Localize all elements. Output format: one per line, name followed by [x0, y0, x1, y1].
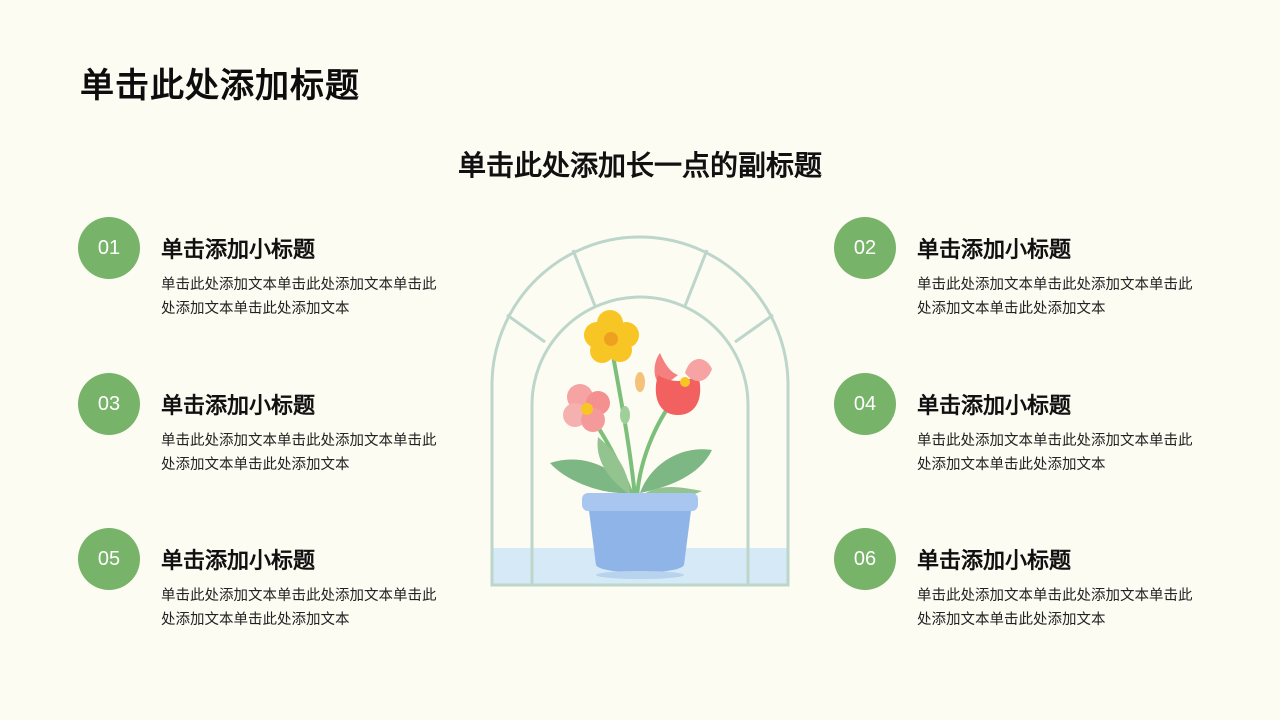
item-text[interactable]: 单击此处添加文本单击此处添加文本单击此处添加文本单击此处添加文本 — [917, 277, 1193, 317]
item-heading[interactable]: 单击添加小标题 — [161, 394, 316, 419]
window-spoke — [571, 249, 597, 307]
item-text[interactable]: 单击此处添加文本单击此处添加文本单击此处添加文本单击此处添加文本 — [161, 433, 437, 473]
list-item-06: 06 单击添加小标题 单击此处添加文本单击此处添加文本单击此处添加文本单击此处添… — [834, 528, 1214, 638]
item-text[interactable]: 单击此处添加文本单击此处添加文本单击此处添加文本单击此处添加文本 — [161, 277, 437, 317]
leaf — [550, 459, 630, 494]
window-spoke — [506, 313, 546, 344]
list-item-01: 01 单击添加小标题 单击此处添加文本单击此处添加文本单击此处添加文本单击此处添… — [78, 217, 458, 327]
slide-title[interactable]: 单击此处添加标题 — [80, 66, 360, 106]
pink-flower — [563, 384, 610, 432]
list-item-03: 03 单击添加小标题 单击此处添加文本单击此处添加文本单击此处添加文本单击此处添… — [78, 373, 458, 483]
window-spoke — [683, 249, 709, 307]
window-frame-inner — [530, 295, 750, 585]
number-badge: 01 — [78, 217, 140, 279]
window-spoke — [734, 313, 774, 344]
list-item-02: 02 单击添加小标题 单击此处添加文本单击此处添加文本单击此处添加文本单击此处添… — [834, 217, 1214, 327]
number-badge: 02 — [834, 217, 896, 279]
item-heading[interactable]: 单击添加小标题 — [917, 549, 1072, 574]
item-text[interactable]: 单击此处添加文本单击此处添加文本单击此处添加文本单击此处添加文本 — [161, 588, 437, 628]
number-badge: 03 — [78, 373, 140, 435]
leaf — [640, 449, 712, 493]
bud — [620, 406, 630, 424]
list-item-04: 04 单击添加小标题 单击此处添加文本单击此处添加文本单击此处添加文本单击此处添… — [834, 373, 1214, 483]
window-frame-outer — [490, 235, 790, 587]
slide-subtitle[interactable]: 单击此处添加长一点的副标题 — [457, 149, 822, 182]
potted-flower-icon — [490, 235, 790, 587]
flower-pot — [582, 493, 698, 579]
bud — [635, 372, 645, 392]
leaf — [597, 437, 630, 495]
item-heading[interactable]: 单击添加小标题 — [917, 394, 1072, 419]
potted-flower-illustration[interactable] — [480, 225, 800, 595]
list-item-05: 05 单击添加小标题 单击此处添加文本单击此处添加文本单击此处添加文本单击此处添… — [78, 528, 458, 638]
item-heading[interactable]: 单击添加小标题 — [161, 238, 316, 263]
item-text[interactable]: 单击此处添加文本单击此处添加文本单击此处添加文本单击此处添加文本 — [917, 588, 1193, 628]
yellow-flower — [584, 310, 639, 363]
item-text[interactable]: 单击此处添加文本单击此处添加文本单击此处添加文本单击此处添加文本 — [917, 433, 1193, 473]
number-badge: 05 — [78, 528, 140, 590]
item-heading[interactable]: 单击添加小标题 — [161, 549, 316, 574]
item-heading[interactable]: 单击添加小标题 — [917, 238, 1072, 263]
number-badge: 04 — [834, 373, 896, 435]
red-flower — [654, 353, 712, 415]
number-badge: 06 — [834, 528, 896, 590]
